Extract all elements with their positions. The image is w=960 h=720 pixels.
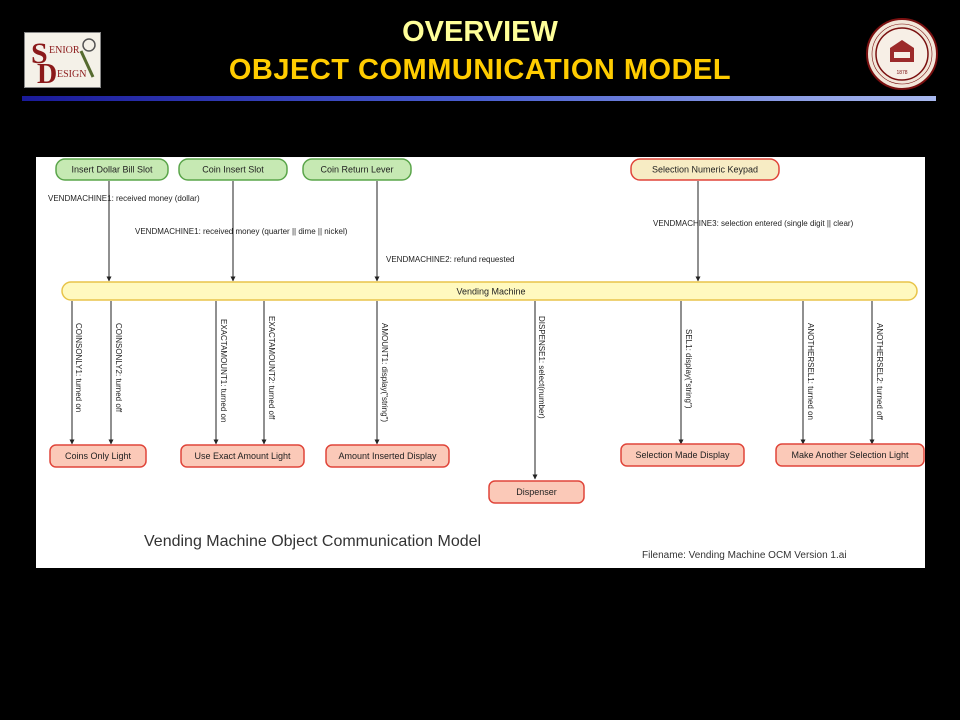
input-insert-dollar-bill-slot: Insert Dollar Bill Slot <box>55 158 169 181</box>
message-label: EXACTAMOUNT1: turned on <box>219 319 228 422</box>
message-label: VENDMACHINE1: received money (dollar) <box>48 194 200 203</box>
message-label: SEL1: display("string") <box>684 329 693 409</box>
diagram-filename: Filename: Vending Machine OCM Version 1.… <box>642 550 847 561</box>
vending-machine-label: Vending Machine <box>456 287 525 297</box>
page-title: OVERVIEW <box>402 16 558 48</box>
msu-seal-logo: 1878 <box>866 18 938 90</box>
output-make-another-selection-light: Make Another Selection Light <box>775 443 925 467</box>
message-label: ANOTHERSEL2: turned off <box>875 323 884 421</box>
vending-machine-object: Vending Machine <box>61 281 918 301</box>
input-label: Coin Return Lever <box>320 165 393 175</box>
message-label: COINSONLY2: turned off <box>114 323 123 413</box>
output-dispenser: Dispenser <box>488 480 585 504</box>
input-label: Insert Dollar Bill Slot <box>71 165 153 175</box>
svg-text:D: D <box>37 59 57 87</box>
message-label: VENDMACHINE2: refund requested <box>386 255 515 264</box>
input-coin-insert-slot: Coin Insert Slot <box>178 158 288 181</box>
message-label: DISPENSE1: select(number) <box>537 316 546 419</box>
input-label: Selection Numeric Keypad <box>652 165 758 175</box>
output-label: Coins Only Light <box>65 451 132 461</box>
message-label: COINSONLY1: turned on <box>74 323 83 412</box>
title-divider <box>22 96 936 101</box>
message-label: ANOTHERSEL1: turned on <box>806 323 815 420</box>
output-coins-only-light: Coins Only Light <box>49 444 147 468</box>
output-use-exact-amount-light: Use Exact Amount Light <box>180 444 305 468</box>
input-label: Coin Insert Slot <box>202 165 264 175</box>
diagram-caption: Vending Machine Object Communication Mod… <box>144 533 482 550</box>
message-label: VENDMACHINE3: selection entered (single … <box>653 219 854 228</box>
output-selection-made-display: Selection Made Display <box>620 443 745 467</box>
page-subtitle: OBJECT COMMUNICATION MODEL <box>228 54 732 86</box>
output-label: Dispenser <box>516 487 557 497</box>
svg-text:S: S <box>31 37 48 70</box>
output-label: Make Another Selection Light <box>791 450 909 460</box>
input-coin-return-lever: Coin Return Lever <box>302 158 412 181</box>
output-label: Selection Made Display <box>635 450 730 460</box>
svg-text:ENIOR: ENIOR <box>49 45 80 56</box>
message-label: EXACTAMOUNT2: turned off <box>267 316 276 420</box>
ocm-diagram: Insert Dollar Bill Slot Coin Insert Slot… <box>36 157 925 568</box>
output-amount-inserted-display: Amount Inserted Display <box>325 444 450 468</box>
svg-text:ESIGN: ESIGN <box>57 69 86 80</box>
svg-text:1878: 1878 <box>896 70 907 76</box>
output-label: Amount Inserted Display <box>338 451 437 461</box>
message-label: VENDMACHINE1: received money (quarter ||… <box>135 227 348 236</box>
senior-design-logo: S D ENIOR ESIGN <box>24 32 101 90</box>
output-label: Use Exact Amount Light <box>194 451 291 461</box>
input-selection-numeric-keypad: Selection Numeric Keypad <box>630 158 780 181</box>
message-label: AMOUNT1: display("string") <box>380 323 389 422</box>
